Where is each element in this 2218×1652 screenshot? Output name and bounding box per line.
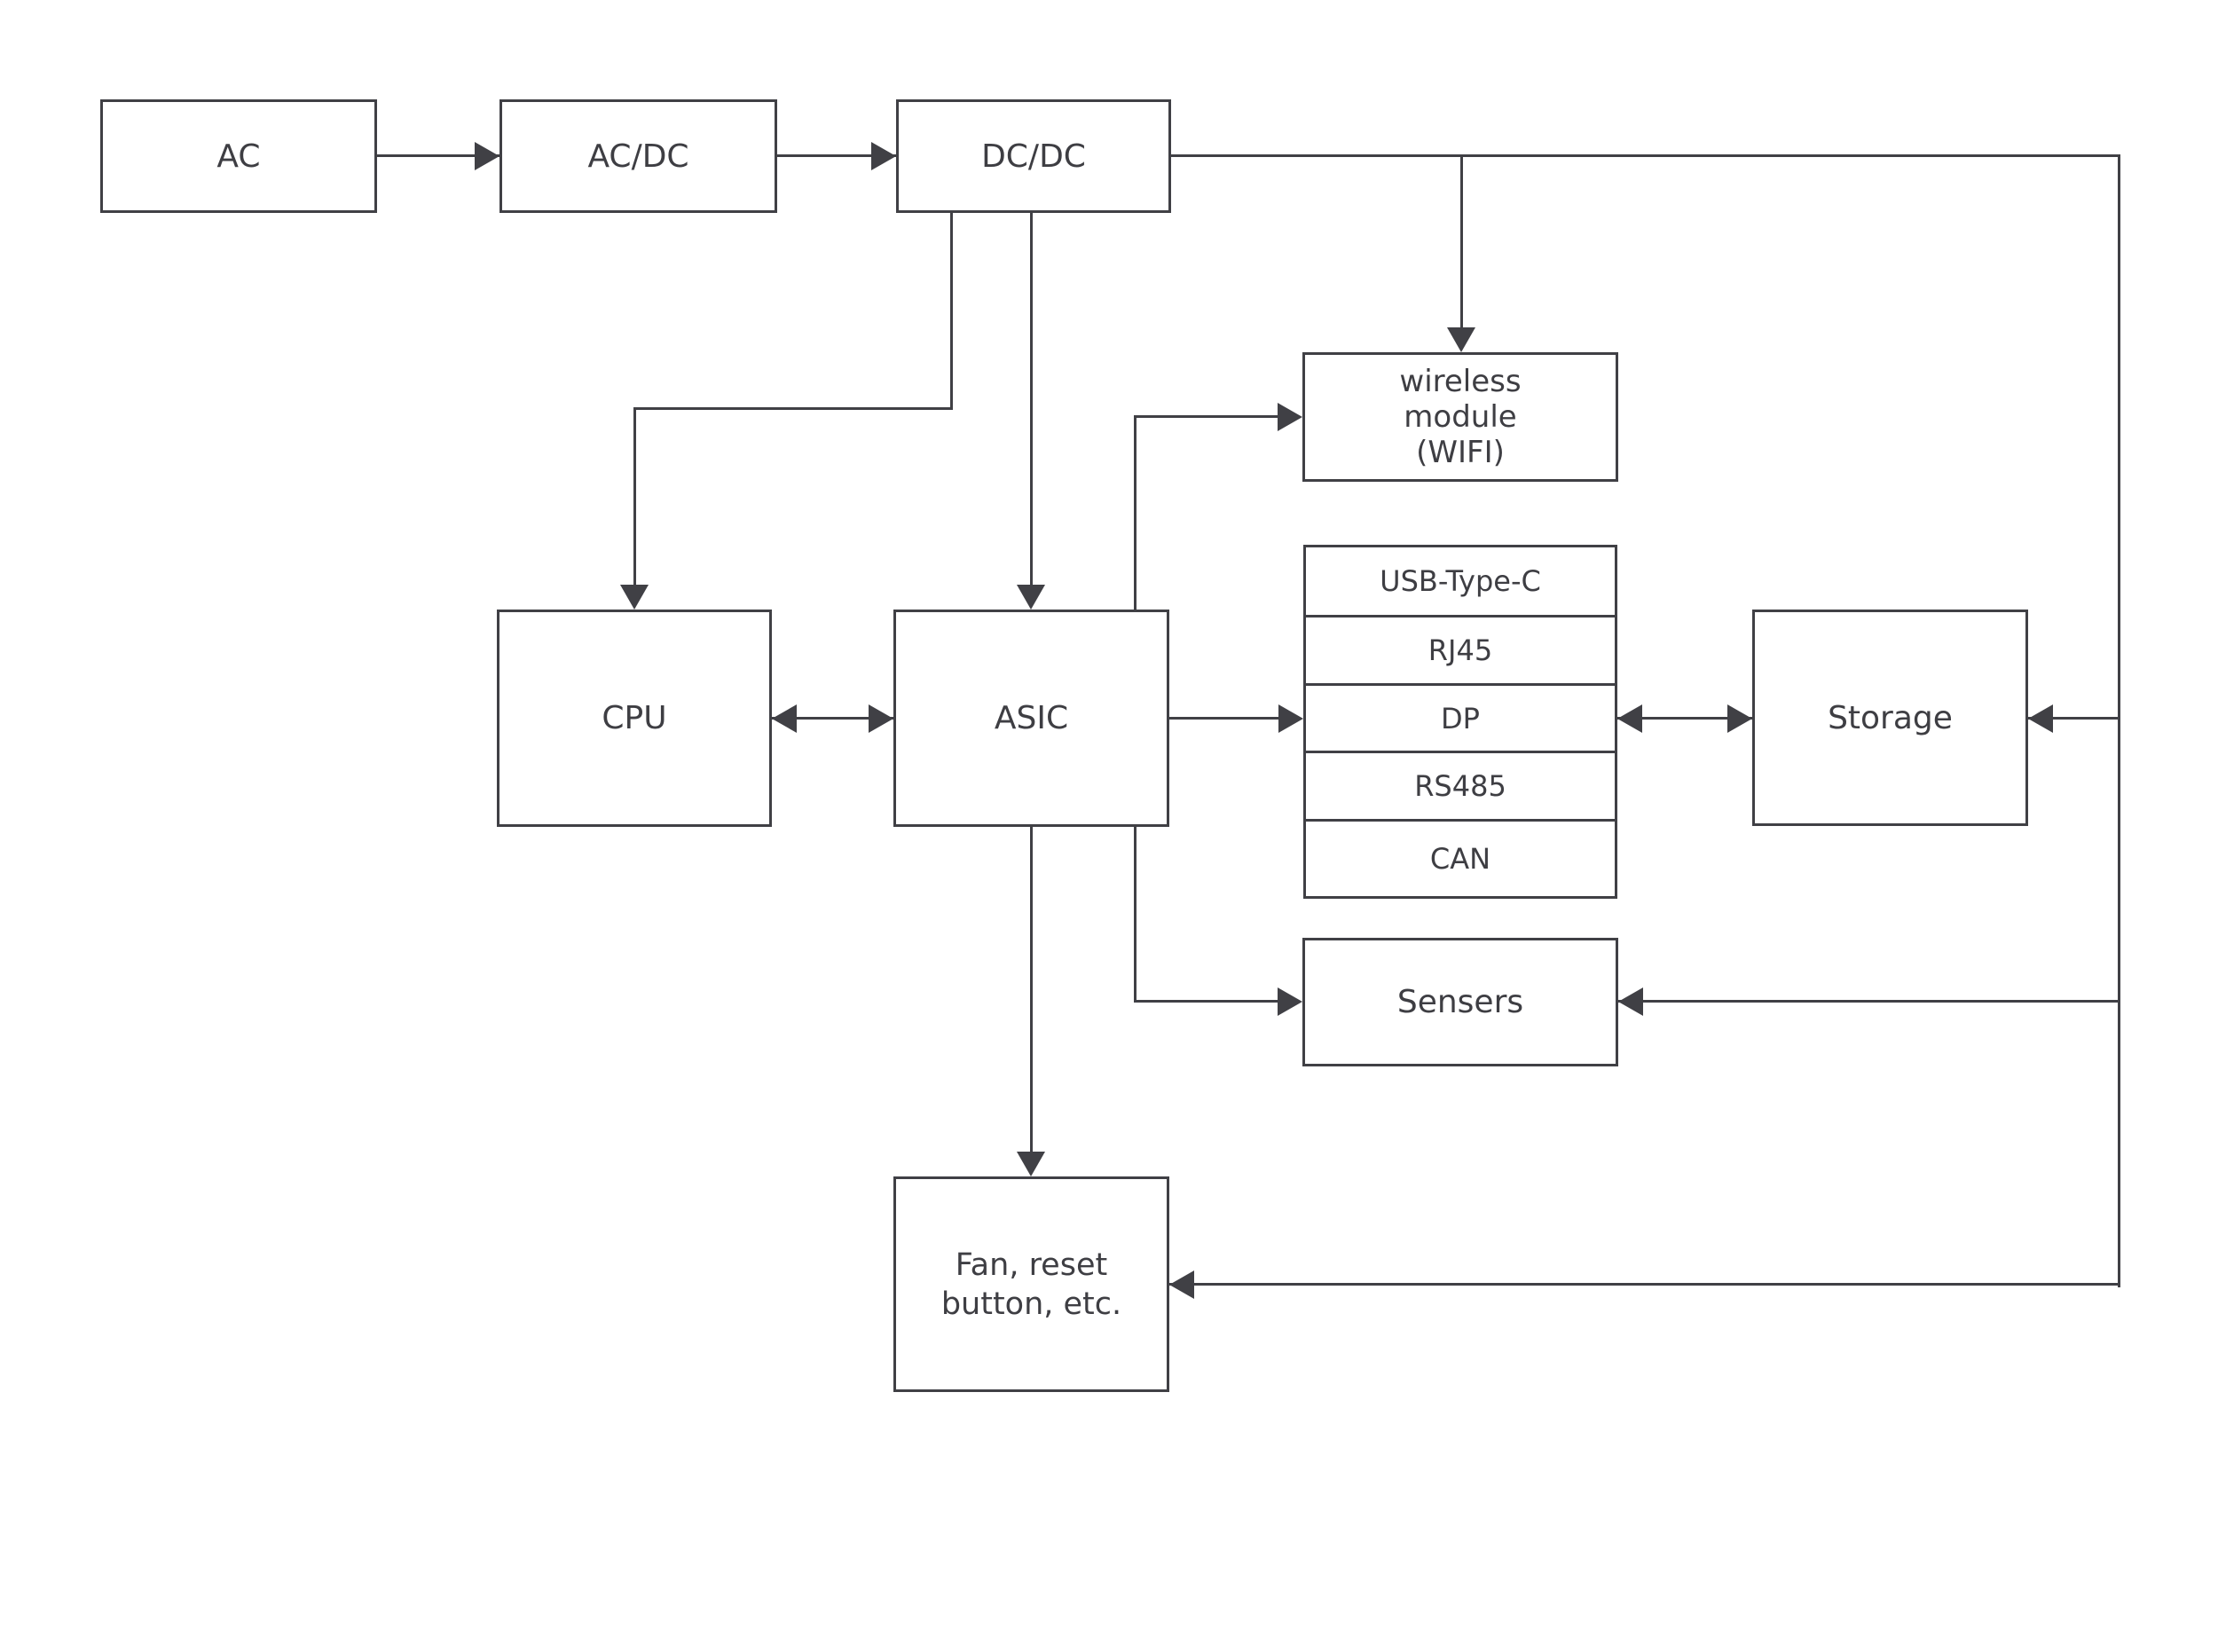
node-ac: AC: [100, 99, 377, 213]
node-asic: ASIC: [893, 610, 1169, 827]
node-storage: Storage: [1752, 610, 2028, 826]
arrowhead-into-storage-left: [1727, 704, 1752, 733]
port-row-can: CAN: [1306, 819, 1615, 896]
connector-right-to-storage: [2028, 717, 2120, 720]
connector-asic-to-sensers-v: [1134, 827, 1137, 1002]
connector-asic-to-fan: [1030, 827, 1033, 1153]
arrowhead-into-acdc: [475, 142, 499, 170]
wireless-line-1: wireless: [1399, 364, 1522, 399]
node-wireless-module-label: wireless module (WIFI): [1399, 364, 1521, 470]
port-row-dp: DP: [1306, 683, 1615, 751]
node-acdc: AC/DC: [499, 99, 777, 213]
connector-dcdc-to-right: [1171, 154, 2120, 157]
node-dcdc-label: DC/DC: [981, 138, 1086, 175]
connector-power-to-wireless: [1460, 156, 1463, 329]
node-fan-reset-etc-label: Fan, reset button, etc.: [940, 1247, 1122, 1322]
connector-asic-to-sensers-h: [1134, 1000, 1279, 1003]
node-sensers-label: Sensers: [1396, 984, 1524, 1020]
arrowhead-into-fan-right: [1169, 1270, 1194, 1299]
connector-dcdc-to-cpu-h: [633, 407, 953, 410]
arrowhead-into-storage-right: [2028, 704, 2053, 733]
arrowhead-into-asic-top: [1017, 585, 1045, 610]
connector-dcdc-to-cpu-v1: [950, 213, 953, 410]
connector-right-vertical: [2118, 154, 2120, 1287]
connector-dcdc-to-cpu-v2: [633, 407, 636, 586]
node-sensers: Sensers: [1302, 938, 1618, 1066]
connector-asic-to-wireless-v: [1134, 417, 1137, 611]
connector-ac-to-acdc: [377, 154, 499, 157]
connector-asic-to-wireless-h: [1134, 415, 1279, 418]
wireless-line-2: module: [1404, 399, 1517, 435]
connector-right-to-fan: [1169, 1283, 2120, 1286]
node-wireless-module: wireless module (WIFI): [1302, 352, 1618, 482]
connector-asic-to-ports: [1169, 717, 1280, 720]
node-dcdc: DC/DC: [896, 99, 1171, 213]
arrowhead-into-wireless-top: [1447, 327, 1475, 352]
node-cpu-label: CPU: [602, 700, 667, 736]
port-row-usb-type-c: USB-Type-C: [1380, 564, 1541, 598]
port-row-rj45: RJ45: [1306, 615, 1615, 683]
node-acdc-label: AC/DC: [587, 138, 689, 175]
node-cpu: CPU: [497, 610, 772, 827]
arrowhead-into-ports-right: [1617, 704, 1642, 733]
arrowhead-into-cpu-top: [620, 585, 649, 610]
node-port-stack: USB-Type-C RJ45 DP RS485 CAN: [1303, 545, 1617, 899]
connector-acdc-to-dcdc: [777, 154, 896, 157]
connector-cpu-asic: [772, 717, 893, 720]
connector-right-to-sensers: [1618, 1000, 2120, 1003]
node-fan-reset-etc: Fan, reset button, etc.: [893, 1176, 1169, 1392]
wireless-line-3: (WIFI): [1416, 435, 1505, 470]
arrowhead-into-fan-top: [1017, 1152, 1045, 1176]
arrowhead-into-cpu-right: [772, 704, 797, 733]
node-ac-label: AC: [216, 138, 261, 175]
node-storage-label: Storage: [1828, 699, 1953, 736]
arrowhead-into-wireless-left: [1278, 403, 1302, 431]
connector-ports-storage: [1617, 717, 1752, 720]
arrowhead-into-sensers-left: [1278, 987, 1302, 1016]
port-row-rs485: RS485: [1306, 751, 1615, 819]
arrowhead-into-dcdc: [871, 142, 896, 170]
arrowhead-into-asic-left: [869, 704, 893, 733]
arrowhead-into-ports-left: [1278, 704, 1303, 733]
connector-dcdc-to-asic: [1030, 213, 1033, 586]
arrowhead-into-sensers-right: [1618, 987, 1643, 1016]
node-asic-label: ASIC: [994, 700, 1069, 736]
